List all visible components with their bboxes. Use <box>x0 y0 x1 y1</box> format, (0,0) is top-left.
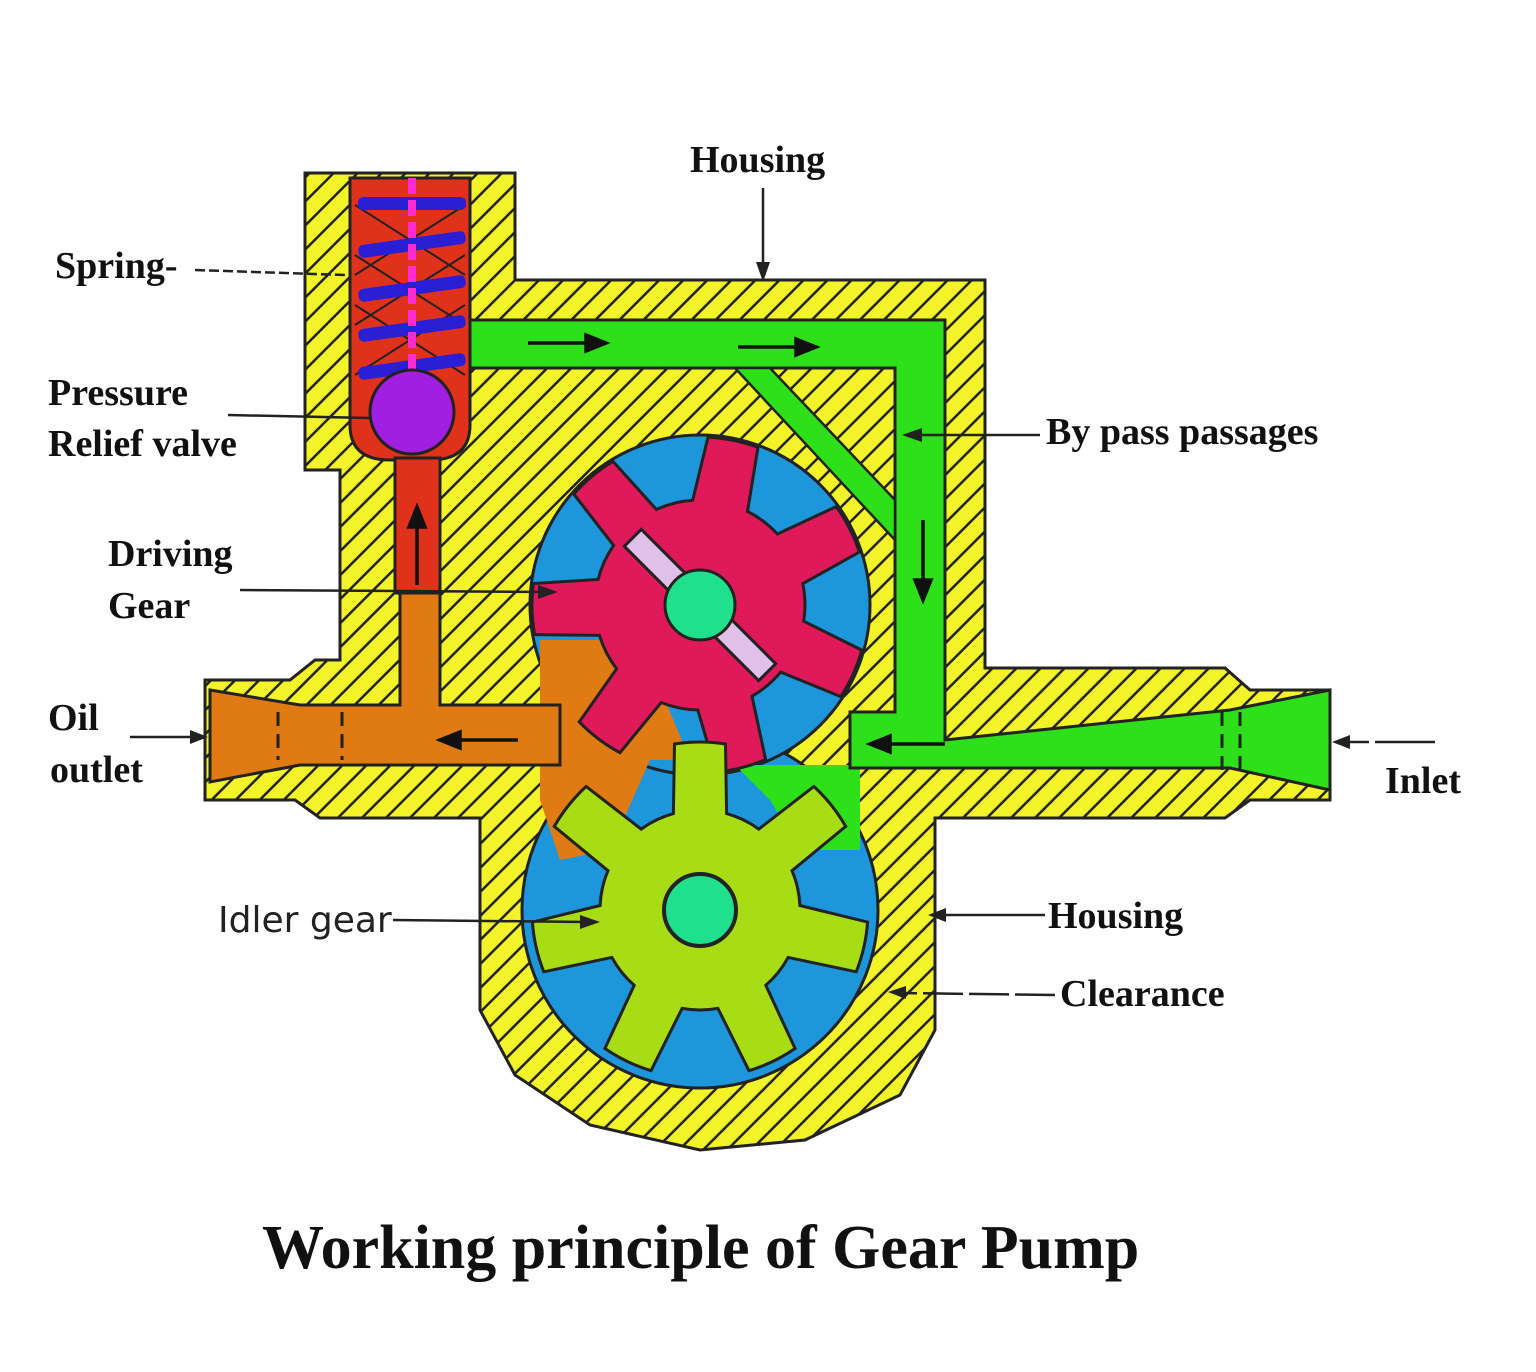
idler-gear <box>530 740 870 1073</box>
driving-gear <box>530 435 864 774</box>
relief-valve-chamber <box>348 176 472 595</box>
flow-arrow <box>738 336 821 358</box>
label-housing-bottom: Housing <box>1048 895 1183 937</box>
flow-arrow <box>528 332 611 354</box>
flow-arrow <box>435 729 518 751</box>
flow-arrows <box>406 332 945 755</box>
flow-arrow <box>912 520 934 605</box>
label-inlet: Inlet <box>1385 760 1461 802</box>
label-driving: Driving <box>108 533 233 575</box>
valve-ball <box>368 368 456 456</box>
label-bypass: By pass passages <box>1046 411 1318 453</box>
label-spring: Spring- <box>55 245 177 287</box>
label-gear: Gear <box>108 585 190 627</box>
idler-shaft <box>662 872 738 948</box>
label-housing-top: Housing <box>690 139 825 181</box>
drive-shaft <box>663 568 737 642</box>
diagram-title: Working principle of Gear Pump <box>262 1214 1139 1282</box>
flow-arrow <box>406 502 428 585</box>
bypass-passage <box>468 318 1332 792</box>
label-clearance: Clearance <box>1060 973 1225 1015</box>
label-pressure: Pressure <box>48 372 188 414</box>
outlet-passage <box>208 588 562 784</box>
label-oil: Oil <box>48 697 99 739</box>
label-relief-valve: Relief valve <box>48 423 237 465</box>
flow-arrow <box>865 733 945 755</box>
label-idler-gear: Idler gear <box>218 900 392 941</box>
label-outlet: outlet <box>50 749 143 791</box>
leader-lines <box>130 188 1435 999</box>
